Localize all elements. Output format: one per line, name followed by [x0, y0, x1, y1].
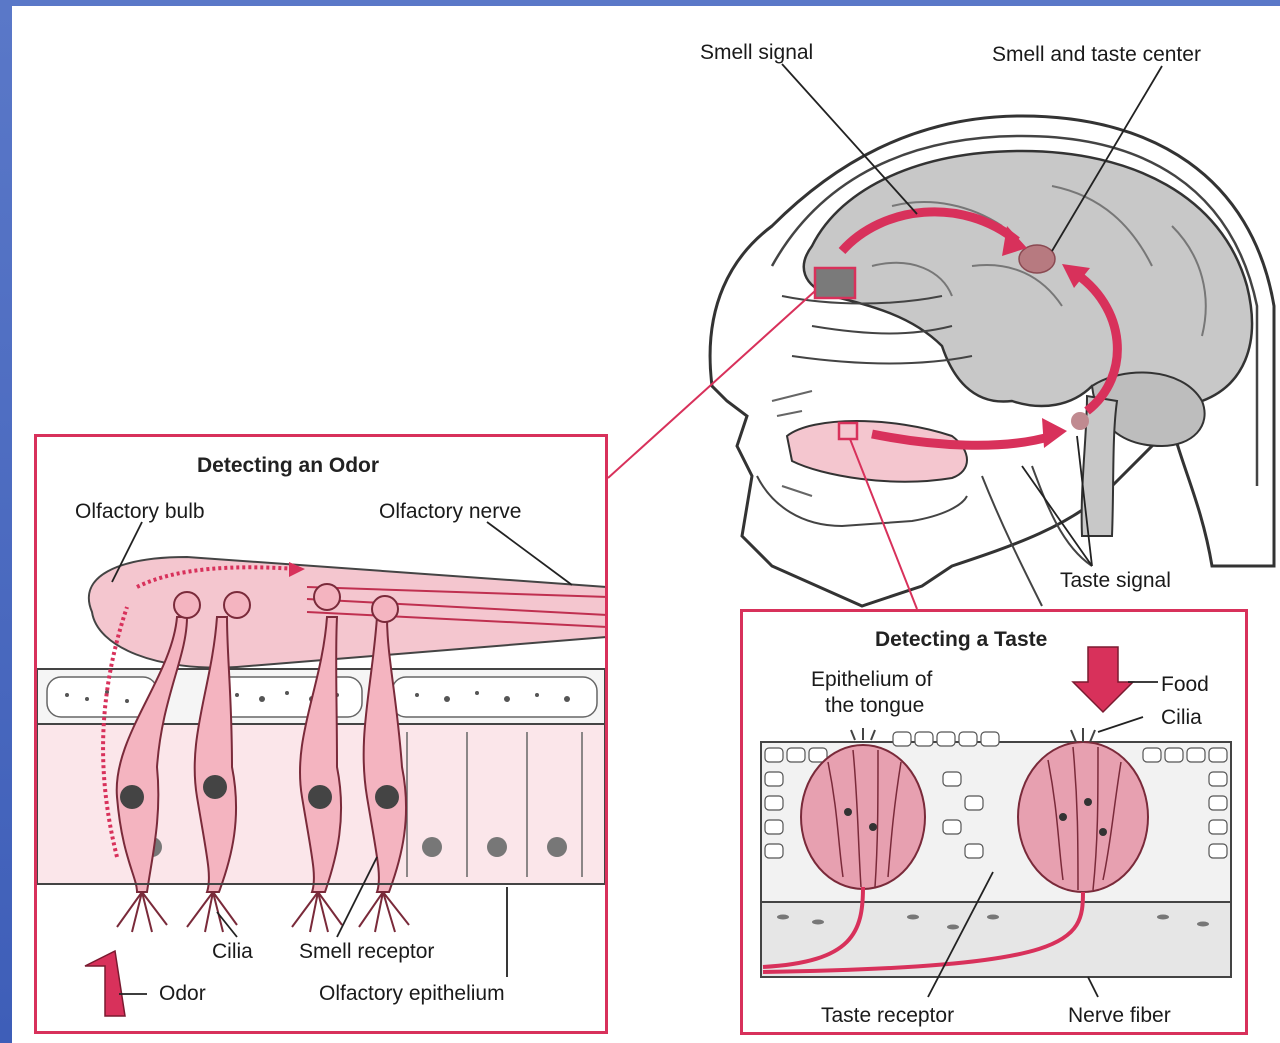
food-arrow — [1073, 647, 1133, 712]
label-cilia-odor: Cilia — [212, 941, 253, 962]
olfactory-highlight-box — [815, 268, 855, 298]
label-smell-signal: Smell signal — [700, 42, 813, 63]
taste-panel-title: Detecting a Taste — [875, 629, 1047, 650]
label-odor: Odor — [159, 983, 206, 1004]
label-cilia-taste: Cilia — [1161, 707, 1202, 728]
smell-taste-center-spot — [1019, 245, 1055, 273]
label-olfactory-bulb: Olfactory bulb — [75, 501, 205, 522]
taste-inset: Detecting a Taste Epithelium of the tong… — [740, 609, 1248, 1035]
label-smell-receptor: Smell receptor — [299, 941, 434, 962]
olfactory-bulb-shape — [89, 557, 605, 668]
label-smell-taste-center: Smell and taste center — [992, 44, 1201, 65]
label-taste-receptor: Taste receptor — [821, 1005, 954, 1026]
label-epithelium-line2: the tongue — [825, 695, 924, 716]
label-taste-signal: Taste signal — [1060, 570, 1171, 591]
label-epithelium-line1: Epithelium of — [811, 669, 932, 690]
brainstem-relay-spot — [1071, 412, 1089, 430]
label-food: Food — [1161, 674, 1209, 695]
odor-arrow — [85, 951, 125, 1016]
label-olfactory-epithelium: Olfactory epithelium — [319, 983, 505, 1004]
label-nerve-fiber: Nerve fiber — [1068, 1005, 1171, 1026]
slide: Smell signal Smell and taste center Tast… — [12, 6, 1280, 1043]
label-olfactory-nerve: Olfactory nerve — [379, 501, 521, 522]
odor-inset: Detecting an Odor Olfactory bulb Olfacto… — [34, 434, 608, 1034]
odor-panel-title: Detecting an Odor — [197, 455, 379, 476]
